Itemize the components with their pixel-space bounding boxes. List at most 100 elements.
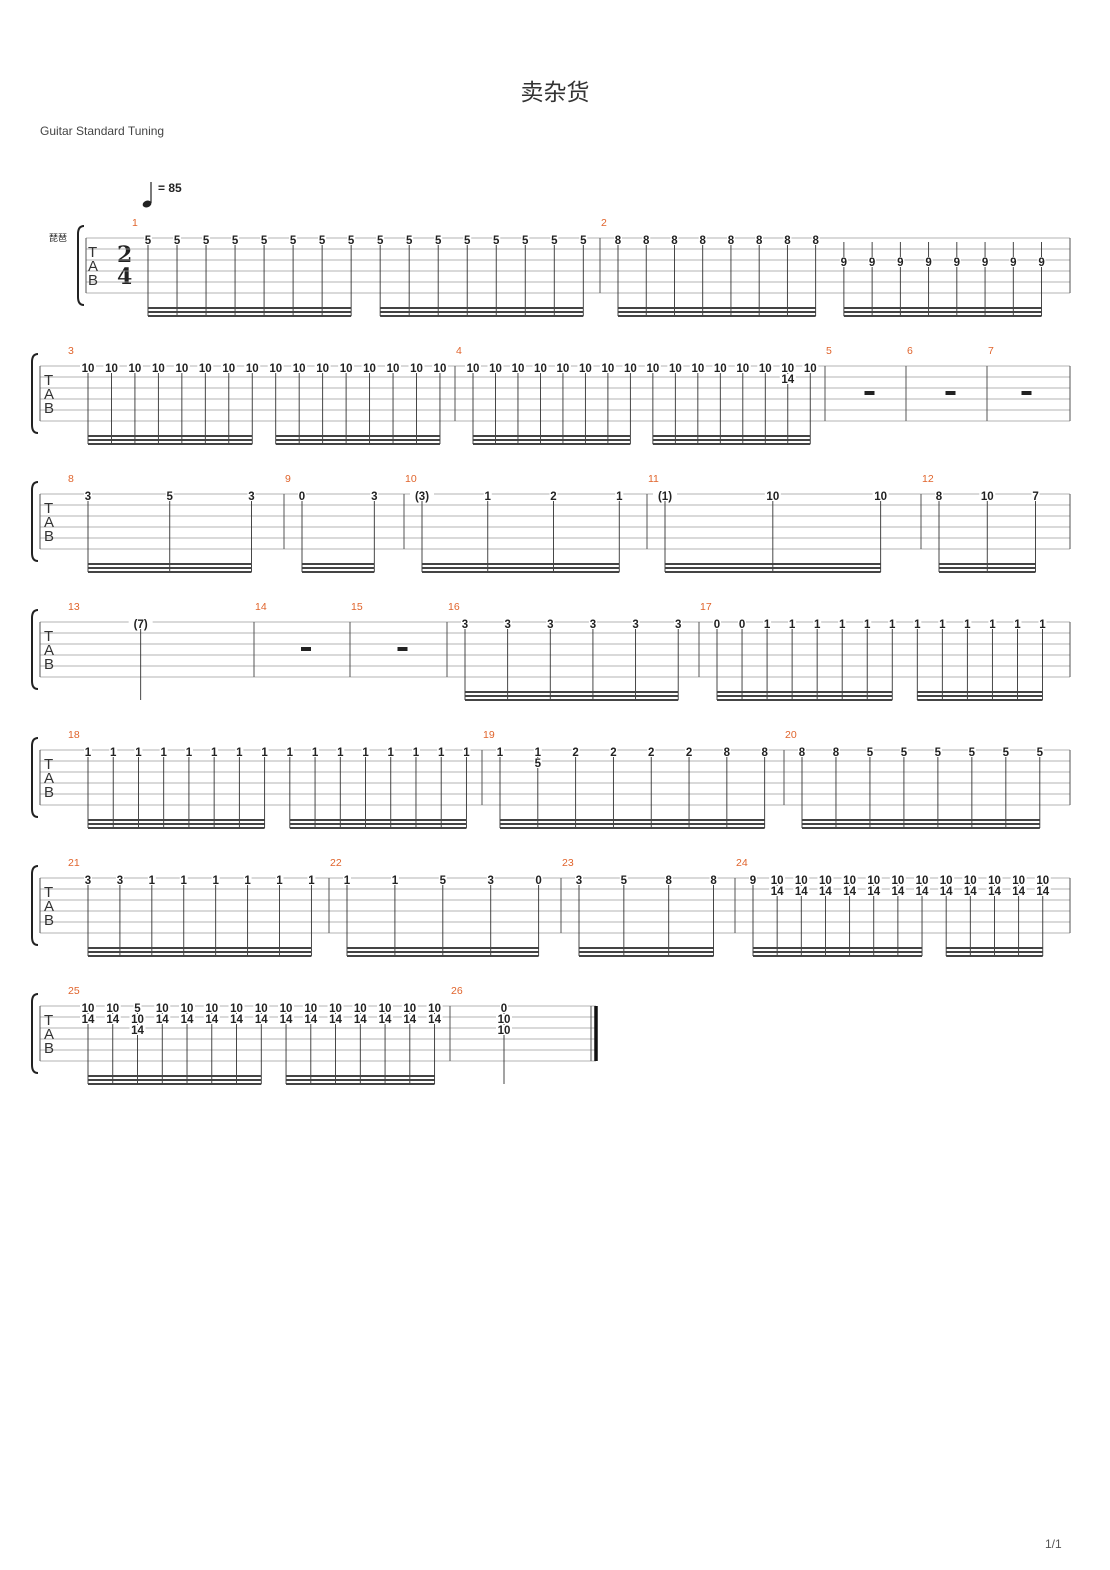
time-signature-bottom: 4: [117, 264, 132, 290]
fret-bg: [1038, 619, 1047, 629]
fret-number: 1: [839, 619, 846, 631]
fret-bg: [80, 1003, 96, 1013]
fret-bg: [228, 1014, 245, 1024]
fret-bg: [802, 363, 819, 373]
fret-number: 10: [428, 1003, 441, 1015]
fret-number: 3: [576, 875, 582, 887]
fret-number: 14: [106, 1014, 119, 1026]
fret-number: (1): [658, 491, 672, 503]
fret-bg: [496, 1014, 512, 1024]
fret-number: 10: [819, 875, 832, 887]
fret-bg: [769, 886, 786, 896]
fret-number: 9: [897, 257, 903, 269]
fret-number: 1: [413, 747, 420, 759]
fret-bg: [347, 235, 356, 245]
fret-bg: [253, 1003, 270, 1013]
fret-number: 14: [379, 1014, 392, 1026]
measure-number: 17: [700, 601, 712, 613]
system-bracket: [31, 737, 39, 818]
tab-letter: T: [88, 244, 97, 261]
fret-bg: [670, 235, 679, 245]
fret-bg: [352, 1014, 369, 1024]
fret-number: 0: [714, 619, 720, 631]
fret-bg: [173, 363, 190, 373]
fret-bg: [532, 363, 549, 373]
fret-number: 1: [388, 747, 395, 759]
fret-bg: [426, 1003, 443, 1013]
fret-bg: [496, 747, 504, 757]
fret-number: 10: [498, 1014, 511, 1026]
fret-number: 14: [329, 1014, 342, 1026]
tab-letter: A: [44, 898, 54, 915]
fret-number: 10: [940, 875, 953, 887]
fret-bg: [1034, 875, 1051, 885]
fret-number: 10: [988, 875, 1001, 887]
fret-bg: [914, 886, 931, 896]
fret-number: 14: [205, 1014, 218, 1026]
fret-bg: [865, 747, 874, 757]
fret-bg: [408, 363, 425, 373]
measure-number: 26: [451, 985, 463, 997]
fret-bg: [203, 1014, 220, 1024]
fret-bg: [913, 619, 922, 629]
fret-number: 1: [392, 875, 399, 887]
measure-number: 21: [68, 857, 80, 869]
fret-number: 10: [1036, 875, 1049, 887]
fret-bg: [336, 747, 345, 757]
fret-number: 10: [363, 363, 376, 375]
fret-number: 10: [759, 363, 772, 375]
fret-number: 8: [700, 235, 707, 247]
tab-letter: A: [44, 1026, 54, 1043]
measure-number: 22: [330, 857, 342, 869]
fret-bg: [465, 363, 481, 373]
fret-number: 10: [106, 1003, 119, 1015]
fret-number: 9: [1010, 257, 1016, 269]
fret-number: 10: [512, 363, 525, 375]
fret-bg: [788, 619, 797, 629]
fret-number: 14: [230, 1014, 243, 1026]
fret-bg: [211, 875, 220, 885]
tab-letter: T: [44, 1012, 53, 1029]
fret-number: 1: [312, 747, 319, 759]
measure-number: 16: [448, 601, 460, 613]
fret-bg: [888, 619, 897, 629]
fret-number: 5: [134, 1003, 141, 1015]
fret-bg: [352, 1003, 369, 1013]
fret-bg: [1035, 747, 1044, 757]
fret-bg: [967, 747, 976, 757]
fret-number: 1: [1014, 619, 1021, 631]
fret-number: 1: [149, 875, 156, 887]
fret-bg: [817, 886, 834, 896]
rest: [301, 647, 311, 651]
fret-bg: [783, 235, 792, 245]
fret-bg: [571, 747, 580, 757]
fret-bg: [709, 875, 718, 885]
measure-number: 10: [405, 473, 417, 485]
tab-letter: B: [88, 272, 98, 289]
fret-number: 8: [784, 235, 791, 247]
fret-number: 10: [781, 363, 794, 375]
fret-bg: [104, 1014, 121, 1024]
fret-bg: [244, 363, 261, 373]
fret-number: 0: [739, 619, 745, 631]
fret-bg: [1009, 257, 1018, 267]
measure-number: 5: [826, 345, 832, 357]
fret-number: 14: [82, 1014, 95, 1026]
fret-bg: [938, 886, 955, 896]
fret-bg: [247, 491, 256, 501]
fret-bg: [150, 363, 167, 373]
fret-number: 10: [222, 363, 235, 375]
fret-bg: [431, 363, 448, 373]
tab-letter: B: [44, 656, 54, 673]
fret-bg: [554, 363, 571, 373]
fret-bg: [220, 363, 237, 373]
fret-bg: [411, 747, 420, 757]
fret-bg: [793, 875, 810, 885]
fret-number: 9: [925, 257, 931, 269]
fret-number: 3: [85, 491, 91, 503]
fret-number: 3: [590, 619, 596, 631]
measure-number: 15: [351, 601, 363, 613]
fret-number: 1: [789, 619, 796, 631]
